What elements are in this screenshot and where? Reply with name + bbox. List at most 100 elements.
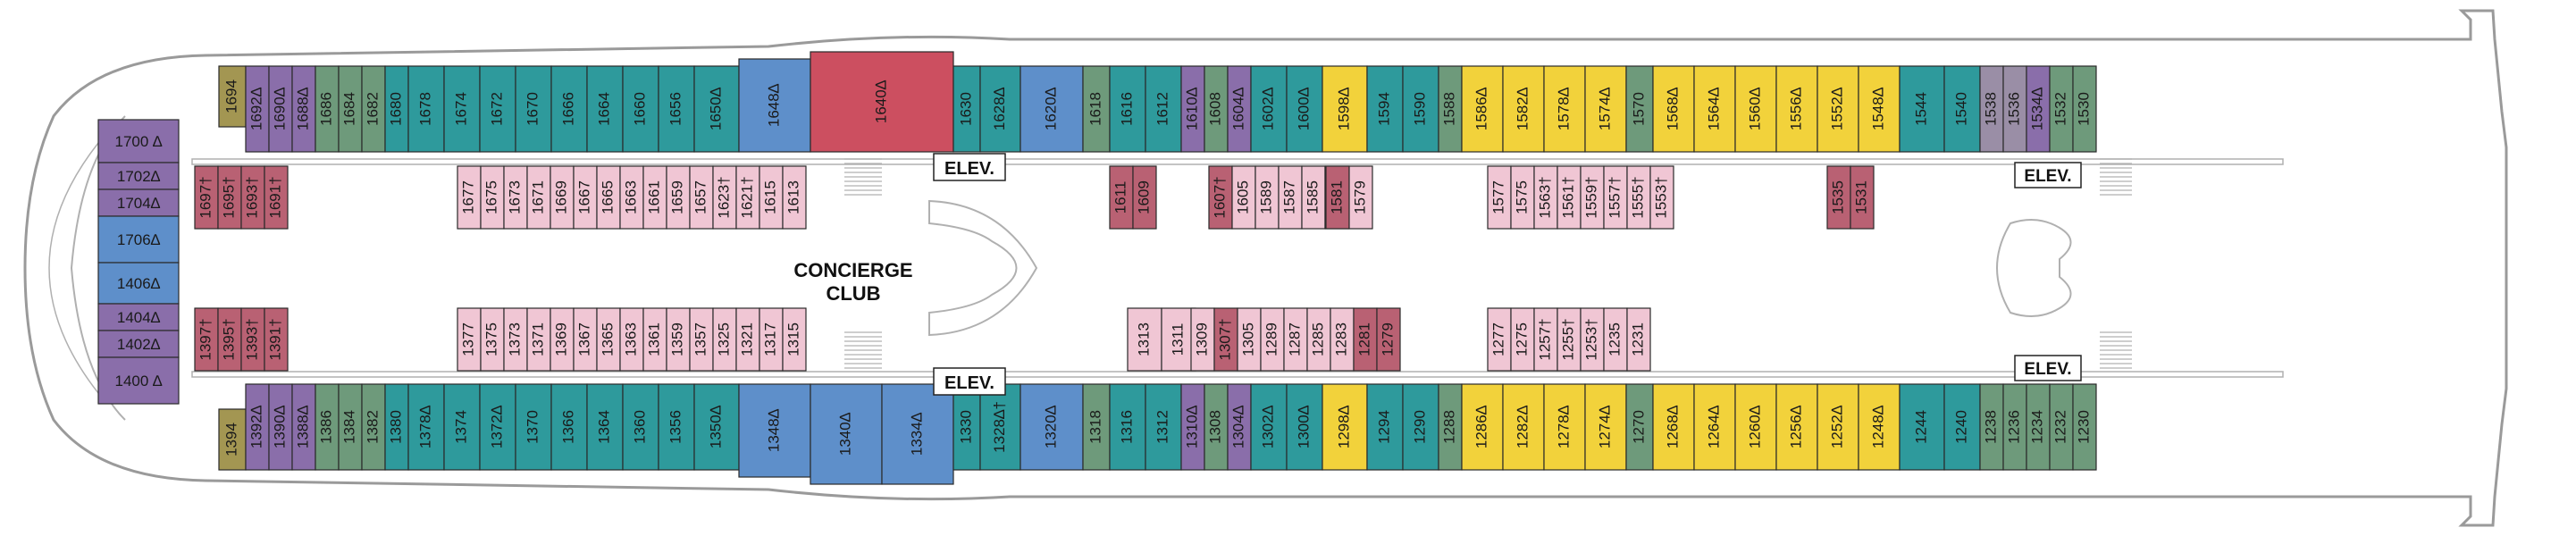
cabin-1264[interactable] <box>1693 383 1736 471</box>
cabin-1279[interactable] <box>1376 307 1401 372</box>
cabin-1316[interactable] <box>1109 383 1146 471</box>
cabin-1380[interactable] <box>384 383 409 471</box>
cabin-1557[interactable] <box>1603 165 1628 230</box>
cabin-1275[interactable] <box>1510 307 1535 372</box>
cabin-1702[interactable] <box>97 162 180 190</box>
cabin-1706[interactable] <box>97 215 180 264</box>
cabin-1255[interactable] <box>1557 307 1582 372</box>
cabin-1309[interactable] <box>1190 307 1215 372</box>
cabin-1340[interactable] <box>810 383 883 485</box>
cabin-1252[interactable] <box>1817 383 1859 471</box>
cabin-1690[interactable] <box>268 65 293 153</box>
cabin-1600[interactable] <box>1286 65 1323 153</box>
cabin-1286[interactable] <box>1461 383 1504 471</box>
cabin-1313[interactable] <box>1127 307 1162 372</box>
cabin-1688[interactable] <box>291 65 316 153</box>
cabin-1304[interactable] <box>1227 383 1252 471</box>
cabin-1282[interactable] <box>1502 383 1545 471</box>
cabin-1582[interactable] <box>1502 65 1545 153</box>
cabin-1230[interactable] <box>2072 383 2097 471</box>
cabin-1691[interactable] <box>264 165 289 230</box>
cabin-1693[interactable] <box>240 165 265 230</box>
cabin-1694[interactable] <box>218 65 247 128</box>
cabin-1285[interactable] <box>1306 307 1331 372</box>
cabin-1530[interactable] <box>2072 65 2097 153</box>
cabin-1244[interactable] <box>1899 383 1945 471</box>
cabin-1670[interactable] <box>515 65 552 153</box>
cabin-1311[interactable] <box>1161 307 1196 372</box>
cabin-1531[interactable] <box>1850 165 1875 230</box>
cabin-1312[interactable] <box>1145 383 1182 471</box>
cabin-1260[interactable] <box>1734 383 1777 471</box>
cabin-1672[interactable] <box>479 65 516 153</box>
cabin-1616[interactable] <box>1109 65 1146 153</box>
cabin-1373[interactable] <box>503 307 528 372</box>
cabin-1334[interactable] <box>881 383 954 485</box>
cabin-1372[interactable] <box>479 383 516 471</box>
cabin-1370[interactable] <box>515 383 552 471</box>
cabin-1257[interactable] <box>1533 307 1558 372</box>
cabin-1667[interactable] <box>573 165 598 230</box>
cabin-1390[interactable] <box>268 383 293 471</box>
cabin-1579[interactable] <box>1348 165 1373 230</box>
cabin-1378[interactable] <box>407 383 445 471</box>
cabin-1231[interactable] <box>1626 307 1651 372</box>
cabin-1602[interactable] <box>1250 65 1288 153</box>
cabin-1318[interactable] <box>1082 383 1111 471</box>
cabin-1663[interactable] <box>619 165 644 230</box>
cabin-1686[interactable] <box>315 65 340 153</box>
cabin-1367[interactable] <box>573 307 598 372</box>
cabin-1394[interactable] <box>218 408 247 471</box>
cabin-1671[interactable] <box>526 165 551 230</box>
cabin-1585[interactable] <box>1301 165 1326 230</box>
cabin-1538[interactable] <box>1979 65 2004 153</box>
cabin-1665[interactable] <box>596 165 621 230</box>
cabin-1621[interactable] <box>735 165 760 230</box>
cabin-1581[interactable] <box>1325 165 1350 230</box>
cabin-1611[interactable] <box>1109 165 1134 230</box>
cabin-1660[interactable] <box>622 65 659 153</box>
cabin-1307[interactable] <box>1213 307 1238 372</box>
cabin-1559[interactable] <box>1580 165 1605 230</box>
cabin-1648[interactable] <box>738 58 811 153</box>
cabin-1608[interactable] <box>1204 65 1229 153</box>
cabin-1294[interactable] <box>1366 383 1404 471</box>
cabin-1552[interactable] <box>1817 65 1859 153</box>
cabin-1618[interactable] <box>1082 65 1111 153</box>
cabin-1287[interactable] <box>1283 307 1308 372</box>
cabin-1330[interactable] <box>952 383 981 471</box>
cabin-1283[interactable] <box>1330 307 1355 372</box>
cabin-1674[interactable] <box>443 65 481 153</box>
cabin-1697[interactable] <box>194 165 219 230</box>
cabin-1664[interactable] <box>586 65 624 153</box>
cabin-1612[interactable] <box>1145 65 1182 153</box>
cabin-1400[interactable] <box>97 356 180 405</box>
cabin-1628[interactable] <box>979 65 1021 153</box>
cabin-1302[interactable] <box>1250 383 1288 471</box>
cabin-1544[interactable] <box>1899 65 1945 153</box>
cabin-1402[interactable] <box>97 330 180 358</box>
cabin-1404[interactable] <box>97 303 180 331</box>
cabin-1695[interactable] <box>217 165 242 230</box>
cabin-1235[interactable] <box>1603 307 1628 372</box>
cabin-1359[interactable] <box>666 307 691 372</box>
cabin-1700[interactable] <box>97 119 180 163</box>
cabin-1317[interactable] <box>759 307 784 372</box>
cabin-1678[interactable] <box>407 65 445 153</box>
cabin-1357[interactable] <box>689 307 714 372</box>
cabin-1536[interactable] <box>2002 65 2027 153</box>
cabin-1253[interactable] <box>1580 307 1605 372</box>
cabin-1568[interactable] <box>1652 65 1695 153</box>
cabin-1374[interactable] <box>443 383 481 471</box>
cabin-1328[interactable] <box>979 383 1021 471</box>
cabin-1548[interactable] <box>1858 65 1901 153</box>
cabin-1563[interactable] <box>1533 165 1558 230</box>
cabin-1392[interactable] <box>245 383 270 471</box>
cabin-1377[interactable] <box>457 307 482 372</box>
cabin-1321[interactable] <box>735 307 760 372</box>
cabin-1535[interactable] <box>1826 165 1851 230</box>
cabin-1561[interactable] <box>1557 165 1582 230</box>
cabin-1371[interactable] <box>526 307 551 372</box>
cabin-1673[interactable] <box>503 165 528 230</box>
cabin-1288[interactable] <box>1438 383 1463 471</box>
